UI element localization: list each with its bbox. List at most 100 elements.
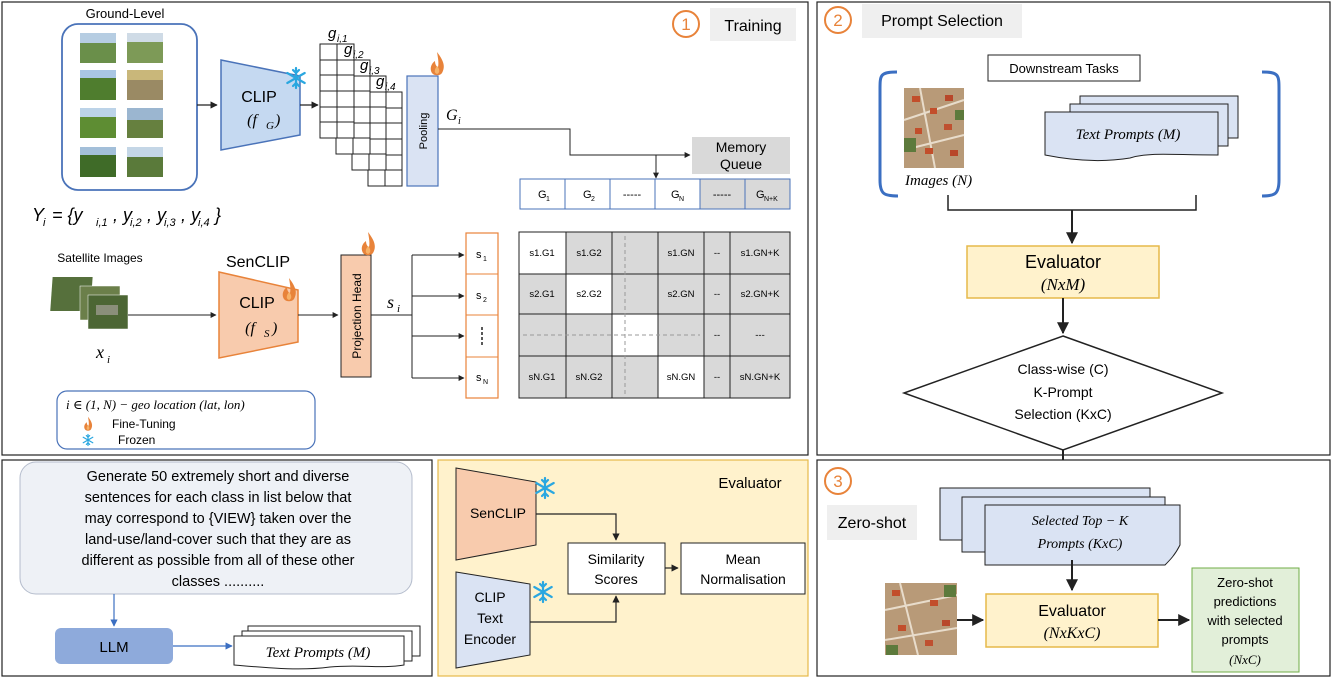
matrix-2-4: -- bbox=[714, 330, 720, 341]
selected-prompts-stack bbox=[939, 487, 1181, 566]
prompt-line-1: Generate 50 extremely short and diverse bbox=[87, 469, 350, 485]
predictions-line1: Zero-shot bbox=[1217, 575, 1273, 590]
matrix-0-1: s1.G2 bbox=[576, 248, 601, 259]
training-title-box bbox=[710, 8, 796, 41]
step-3-number: 3 bbox=[833, 472, 842, 491]
queue-sub-6: N+K bbox=[764, 196, 778, 203]
G-i-label: G bbox=[446, 107, 458, 124]
g-label-3: g bbox=[360, 57, 369, 74]
clip-text-line2: Text bbox=[477, 610, 503, 626]
images-label: Images (N) bbox=[904, 173, 972, 189]
downstream-label: Downstream Tasks bbox=[1009, 61, 1119, 76]
Y-part-4: i,4 bbox=[198, 217, 210, 229]
clip-g-sub: (f bbox=[247, 112, 259, 129]
clip-g-name: CLIP bbox=[241, 89, 277, 106]
training-title: Training bbox=[724, 18, 781, 35]
G-i-sub: i bbox=[458, 116, 461, 127]
step-2-number: 2 bbox=[833, 11, 842, 30]
legend-geo: i ∈ (1, N) − geo location (lat, lon) bbox=[66, 397, 245, 412]
diamond-line2: K-Prompt bbox=[1033, 384, 1092, 400]
Y-sep-3: , y bbox=[181, 205, 201, 225]
diamond-line3: Selection (KxC) bbox=[1014, 406, 1111, 422]
zero-shot-evaluator-label: Evaluator bbox=[1038, 603, 1106, 620]
clip-s-sub: (f bbox=[245, 320, 257, 337]
matrix-1-5: s2.GN+K bbox=[741, 289, 780, 300]
matrix-3-0: sN.G1 bbox=[529, 372, 556, 383]
text-prompts-stack-bottom bbox=[233, 625, 421, 670]
prompt-text-box bbox=[19, 461, 413, 595]
prompt-line-5: different as possible from all of these … bbox=[82, 553, 355, 569]
prompt-line-3: may correspond to {VIEW} taken over the bbox=[85, 511, 352, 527]
s-i-sub: i bbox=[397, 303, 400, 315]
zero-shot-title: Zero-shot bbox=[838, 515, 907, 532]
step-3-circle bbox=[824, 467, 852, 495]
matrix-3-3: sN.GN bbox=[667, 372, 696, 383]
pooling-block bbox=[406, 75, 439, 187]
satellite-photos bbox=[50, 277, 129, 330]
prompt-selection-title: Prompt Selection bbox=[881, 13, 1003, 30]
llm-box bbox=[55, 628, 173, 664]
aerial-image-bottom bbox=[884, 582, 958, 656]
text-prompts-stack-top bbox=[1044, 95, 1239, 162]
similarity-matrix: s1.G1 s1.G2 s1.GN -- s1.GN+K s2.G1 s2.G2… bbox=[518, 231, 791, 399]
matrix-3-4: -- bbox=[714, 372, 720, 383]
clip-g-sub-idx: G bbox=[266, 120, 274, 132]
queue-sub-4: N bbox=[679, 196, 684, 203]
senclip-label: SenCLIP bbox=[226, 254, 290, 271]
prompt-text-prompts-label: Text Prompts (M) bbox=[266, 645, 371, 661]
s-cell-1: s bbox=[476, 249, 482, 261]
zero-shot-evaluator-box bbox=[985, 593, 1159, 648]
memory-queue-line1: Memory bbox=[716, 139, 767, 155]
selected-line2: Prompts (KxC) bbox=[1037, 537, 1123, 552]
predictions-box bbox=[1191, 567, 1300, 673]
similarity-line1: Similarity bbox=[588, 551, 645, 567]
g-sub-3: i,3 bbox=[369, 66, 380, 77]
matrix-1-0: s2.G1 bbox=[529, 289, 554, 300]
matrix-3-1: sN.G2 bbox=[576, 372, 603, 383]
mean-normalisation-box bbox=[680, 542, 806, 595]
g-sub-4: i,4 bbox=[385, 82, 396, 93]
evaluator-label: Evaluator bbox=[1025, 252, 1101, 272]
diamond-line1: Class-wise (C) bbox=[1018, 361, 1109, 377]
step-2-circle bbox=[824, 6, 852, 34]
senclip-encoder-label: SenCLIP bbox=[470, 505, 526, 521]
s-i-symbol: s bbox=[387, 292, 394, 312]
matrix-1-4: -- bbox=[714, 289, 720, 300]
prompt-line-4: land-use/land-cover such that they are a… bbox=[85, 532, 351, 548]
clip-s-name: CLIP bbox=[239, 295, 275, 312]
queue-sub-2: 2 bbox=[591, 196, 595, 203]
predictions-line2: predictions bbox=[1214, 594, 1277, 609]
matrix-1-3: s2.GN bbox=[668, 289, 695, 300]
g-label-2: g bbox=[344, 41, 353, 58]
legend-frozen: Frozen bbox=[118, 433, 155, 447]
clip-s-sub-idx: S bbox=[264, 328, 270, 340]
pooling-label: Pooling bbox=[418, 113, 430, 150]
predictions-line4: prompts bbox=[1222, 632, 1269, 647]
Y-i-sub: i bbox=[43, 217, 46, 229]
ground-level-label: Ground-Level bbox=[86, 6, 165, 21]
s-cell-2: s bbox=[476, 290, 482, 302]
queue-sub-1: 1 bbox=[546, 196, 550, 203]
g-label-4: g bbox=[376, 73, 385, 90]
matrix-1-1: s2.G2 bbox=[576, 289, 601, 300]
clip-satellite-encoder bbox=[218, 271, 299, 359]
queue-cell-2: G bbox=[583, 189, 592, 201]
Y-sep-1: , y bbox=[113, 205, 133, 225]
predictions-line5: (NxC) bbox=[1229, 652, 1261, 667]
step-1-number: 1 bbox=[681, 15, 690, 34]
clip-text-line3: Encoder bbox=[464, 631, 516, 647]
g-sub-1: i,1 bbox=[337, 34, 348, 45]
zero-shot-title-box bbox=[827, 505, 917, 540]
right-bracket bbox=[1261, 70, 1281, 198]
aerial-image-top bbox=[903, 87, 965, 169]
downstream-box bbox=[987, 54, 1141, 82]
queue-cell-3: ----- bbox=[623, 189, 642, 201]
s-cells: s 1 s 2 s N bbox=[465, 232, 499, 399]
zero-shot-evaluator-dim: (NxKxC) bbox=[1044, 625, 1101, 642]
Y-part-2: i,2 bbox=[130, 217, 142, 229]
step-1-circle bbox=[672, 10, 700, 38]
Y-close: } bbox=[213, 205, 221, 225]
Y-part-3: i,3 bbox=[164, 217, 177, 229]
matrix-0-3: s1.GN bbox=[668, 248, 695, 259]
